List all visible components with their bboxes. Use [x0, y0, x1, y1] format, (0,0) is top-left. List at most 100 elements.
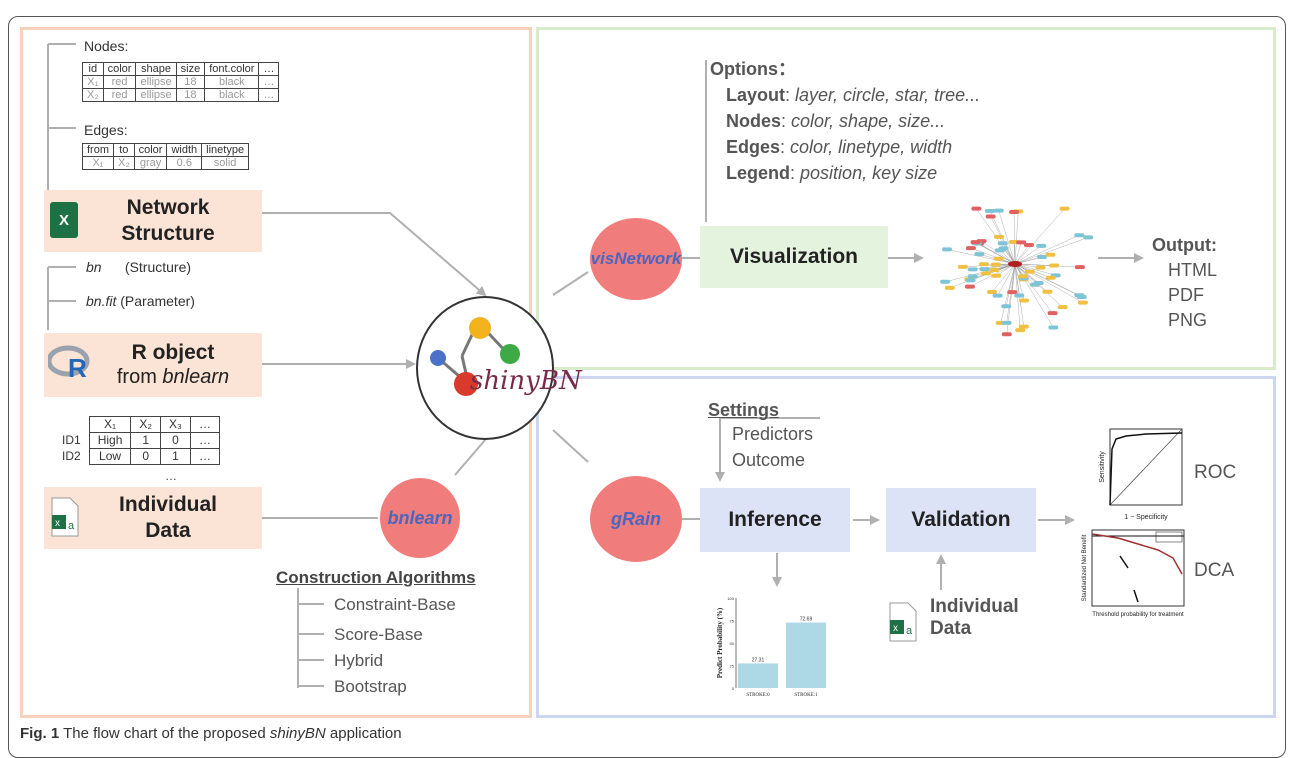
network-node — [1023, 242, 1034, 247]
bar-y-tick-label: 100 — [727, 596, 734, 601]
table-cell: … — [189, 432, 220, 449]
arrow-structure-to-logo — [262, 212, 487, 297]
network-node — [965, 246, 976, 251]
output-format: HTML — [1168, 260, 1217, 280]
network-node — [978, 262, 989, 267]
bar-y-axis-label: Predict Probability (%) — [716, 607, 724, 678]
dca-ylabel: Standardized Net Benefit — [1082, 534, 1088, 601]
table-cell: 0 — [130, 448, 162, 465]
caption-text-before: The flow chart of the proposed — [59, 725, 270, 742]
logo-node-yellow — [469, 317, 491, 339]
table-cell: X₁ — [82, 75, 104, 89]
network-node — [1077, 300, 1088, 305]
table-cell: … — [258, 88, 280, 102]
logo-node-red — [454, 372, 478, 396]
options-block: Options： Layout: layer, circle, star, tr… — [710, 56, 980, 186]
network-node — [1036, 255, 1047, 260]
option-value: color, linetype, width — [790, 137, 953, 157]
construction-title: Construction Algorithms — [276, 568, 476, 587]
network-node — [1049, 263, 1060, 268]
bn-label: bn — [86, 259, 102, 275]
table-cell: 18 — [175, 88, 206, 102]
individual-data-label-line1: Individual — [930, 596, 1019, 617]
caption-fig: Fig. 1 — [20, 725, 60, 742]
network-hub-node — [1008, 261, 1022, 267]
network-edge — [1014, 263, 1080, 268]
nodes-label: Nodes: — [84, 38, 129, 54]
individual-data-label: Individual Data — [930, 596, 1019, 640]
table-cell: ellipse — [135, 75, 177, 89]
network-node — [989, 268, 1000, 273]
network-edge — [1014, 245, 1042, 265]
network-node — [1001, 332, 1012, 337]
network-node — [994, 248, 1005, 253]
network-node — [970, 240, 981, 245]
network-node — [944, 285, 955, 290]
option-key: Layout — [726, 85, 786, 105]
visualization-box: Visualization — [700, 226, 888, 288]
network-node — [997, 241, 1008, 246]
construction-item: Hybrid — [334, 651, 384, 670]
tree-lines-structure — [47, 43, 76, 190]
bnfit-line: bn.fit (Parameter) — [86, 293, 195, 309]
network-node — [1014, 293, 1025, 298]
grain-circle-label: gRain — [610, 508, 661, 529]
table-header-cell: X₁ — [88, 416, 132, 433]
r-object-box: R R object from bnlearn — [44, 333, 262, 397]
svg-text:a: a — [906, 625, 913, 637]
table-cell: Low — [88, 448, 132, 465]
visualization-box-label: Visualization — [730, 245, 858, 268]
table-cell: High — [88, 432, 132, 449]
roc-plot: 1 − Specificity Sensitivity — [1099, 428, 1183, 521]
network-node — [1059, 206, 1070, 211]
network-node — [1042, 289, 1053, 294]
network-node — [1057, 305, 1068, 310]
table-cell: ID1 — [62, 433, 81, 447]
tree-lines-robject — [47, 266, 76, 330]
edges-label: Edges: — [84, 122, 128, 138]
network-node — [1035, 265, 1046, 270]
table-header-cell: color — [102, 62, 137, 76]
visualization-panel — [536, 27, 1276, 370]
network-edge — [1014, 211, 1019, 265]
data-table-more: … — [165, 469, 177, 483]
network-node — [985, 214, 996, 219]
individual-data-line2: Data — [145, 519, 191, 542]
bar-y-tick-label: 0 — [732, 686, 735, 691]
settings-item: Predictors — [732, 424, 814, 444]
network-node — [957, 264, 968, 269]
network-node — [1036, 243, 1047, 248]
table-cell: 1 — [160, 448, 191, 465]
network-edge — [1014, 244, 1030, 265]
table-cell: red — [102, 75, 137, 89]
network-node — [1018, 298, 1029, 303]
network-node — [1016, 240, 1027, 245]
bnfit-label: bn.fit — [86, 293, 117, 309]
network-edge — [991, 263, 1016, 293]
individual-data-label-line2: Data — [930, 618, 972, 639]
table-header-cell: to — [113, 143, 135, 157]
option-key: Edges — [726, 137, 781, 157]
logo-text: shinyBN — [470, 366, 582, 396]
bar-data-label: 72.69 — [800, 617, 813, 623]
table-header-cell: width — [166, 143, 203, 157]
options-title: Options： — [710, 59, 796, 79]
table-header-cell: X₂ — [130, 416, 162, 433]
network-structure-line2: Structure — [121, 222, 215, 245]
network-node — [1029, 282, 1040, 287]
bnlearn-circle-label: bnlearn — [387, 507, 453, 528]
table-cell: X₂ — [82, 88, 104, 102]
network-edge — [970, 247, 1016, 265]
network-node — [965, 278, 976, 283]
network-structure-box: X Network Structure — [44, 190, 262, 252]
option-key: Nodes — [726, 111, 782, 131]
table-cell: 18 — [175, 75, 206, 89]
r-object-pkg: bnlearn — [162, 366, 230, 388]
network-node — [991, 273, 1002, 278]
